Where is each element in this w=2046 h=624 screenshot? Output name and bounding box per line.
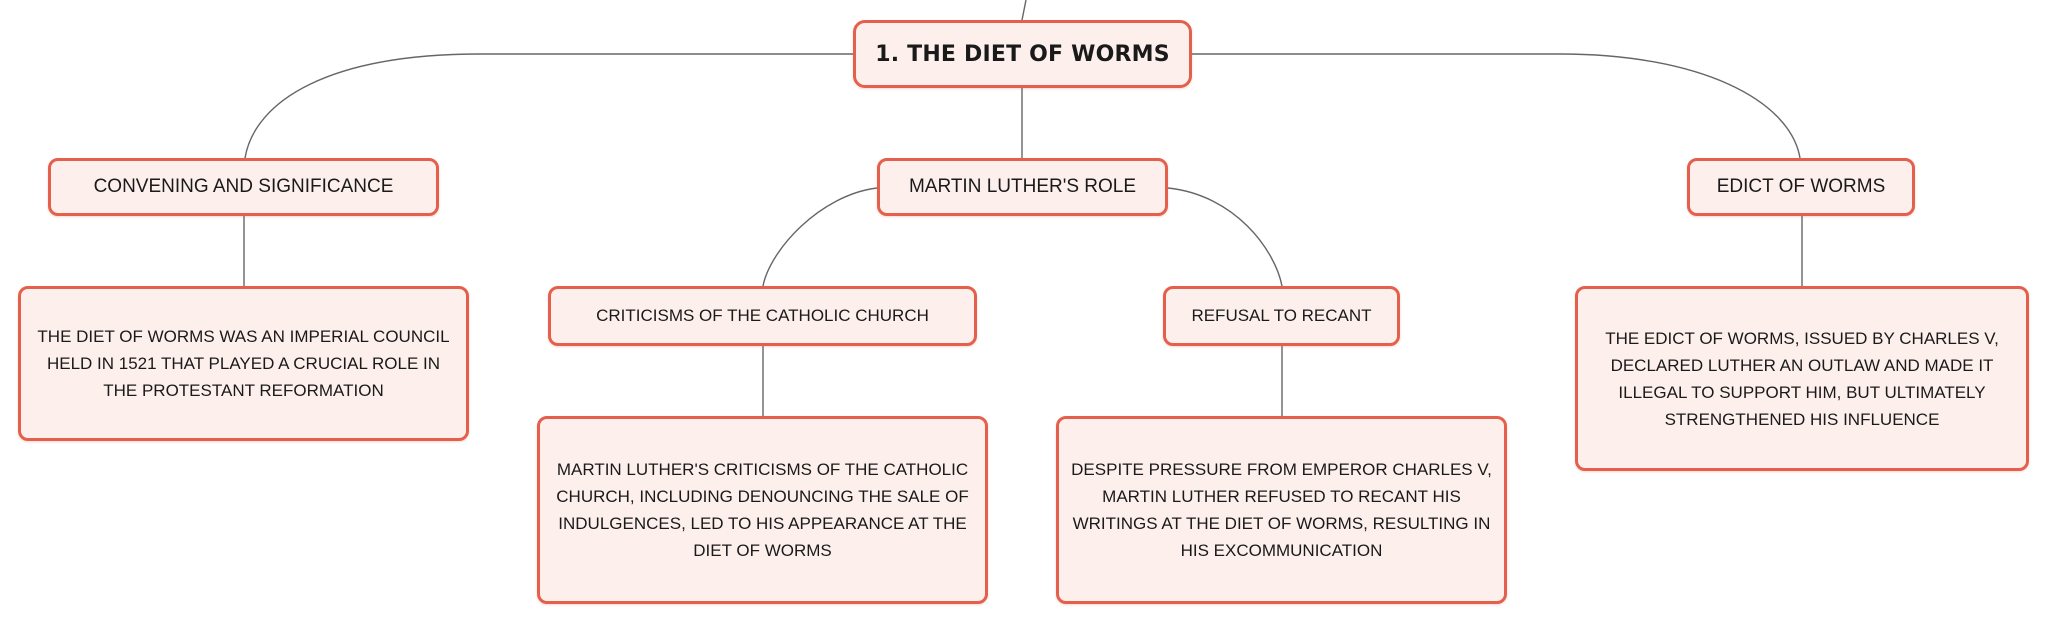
root-topic-node[interactable]: 1. THE DIET OF WORMS xyxy=(853,20,1192,88)
connector-root-to-edict xyxy=(1192,53,1801,159)
connector-luther-role-to-refusal xyxy=(1167,187,1283,287)
root-topic-label: 1. THE DIET OF WORMS xyxy=(875,41,1170,67)
branch-node-edict[interactable]: EDICT OF WORMS xyxy=(1687,158,1915,216)
detail-node-criticisms[interactable]: MARTIN LUTHER'S CRITICISMS OF THE CATHOL… xyxy=(537,416,988,604)
subtopic-label-criticisms: CRITICISMS OF THE CATHOLIC CHURCH xyxy=(596,306,929,325)
detail-node-edict[interactable]: THE EDICT OF WORMS, ISSUED BY CHARLES V,… xyxy=(1575,286,2029,471)
branch-node-luther-role[interactable]: MARTIN LUTHER'S ROLE xyxy=(877,158,1168,216)
branch-node-convening[interactable]: CONVENING AND SIGNIFICANCE xyxy=(48,158,439,216)
branch-label-edict: EDICT OF WORMS xyxy=(1716,176,1886,197)
connector-root-parent xyxy=(1021,0,1027,21)
subtopic-label-refusal: REFUSAL TO RECANT xyxy=(1191,306,1372,325)
detail-node-refusal[interactable]: DESPITE PRESSURE FROM EMPEROR CHARLES V,… xyxy=(1056,416,1507,604)
subtopic-node-refusal[interactable]: REFUSAL TO RECANT xyxy=(1163,286,1400,346)
detail-text-refusal: DESPITE PRESSURE FROM EMPEROR CHARLES V,… xyxy=(1071,460,1492,560)
detail-text-convening: THE DIET OF WORMS WAS AN IMPERIAL COUNCI… xyxy=(37,327,450,400)
detail-node-convening[interactable]: THE DIET OF WORMS WAS AN IMPERIAL COUNCI… xyxy=(18,286,469,441)
subtopic-node-criticisms[interactable]: CRITICISMS OF THE CATHOLIC CHURCH xyxy=(548,286,977,346)
connector-luther-role-to-criticisms xyxy=(762,187,878,287)
branch-label-luther-role: MARTIN LUTHER'S ROLE xyxy=(908,176,1137,197)
detail-text-edict: THE EDICT OF WORMS, ISSUED BY CHARLES V,… xyxy=(1605,328,1999,429)
connector-root-to-convening xyxy=(244,53,853,159)
detail-text-criticisms: MARTIN LUTHER'S CRITICISMS OF THE CATHOL… xyxy=(556,460,969,560)
branch-label-convening: CONVENING AND SIGNIFICANCE xyxy=(93,176,394,197)
